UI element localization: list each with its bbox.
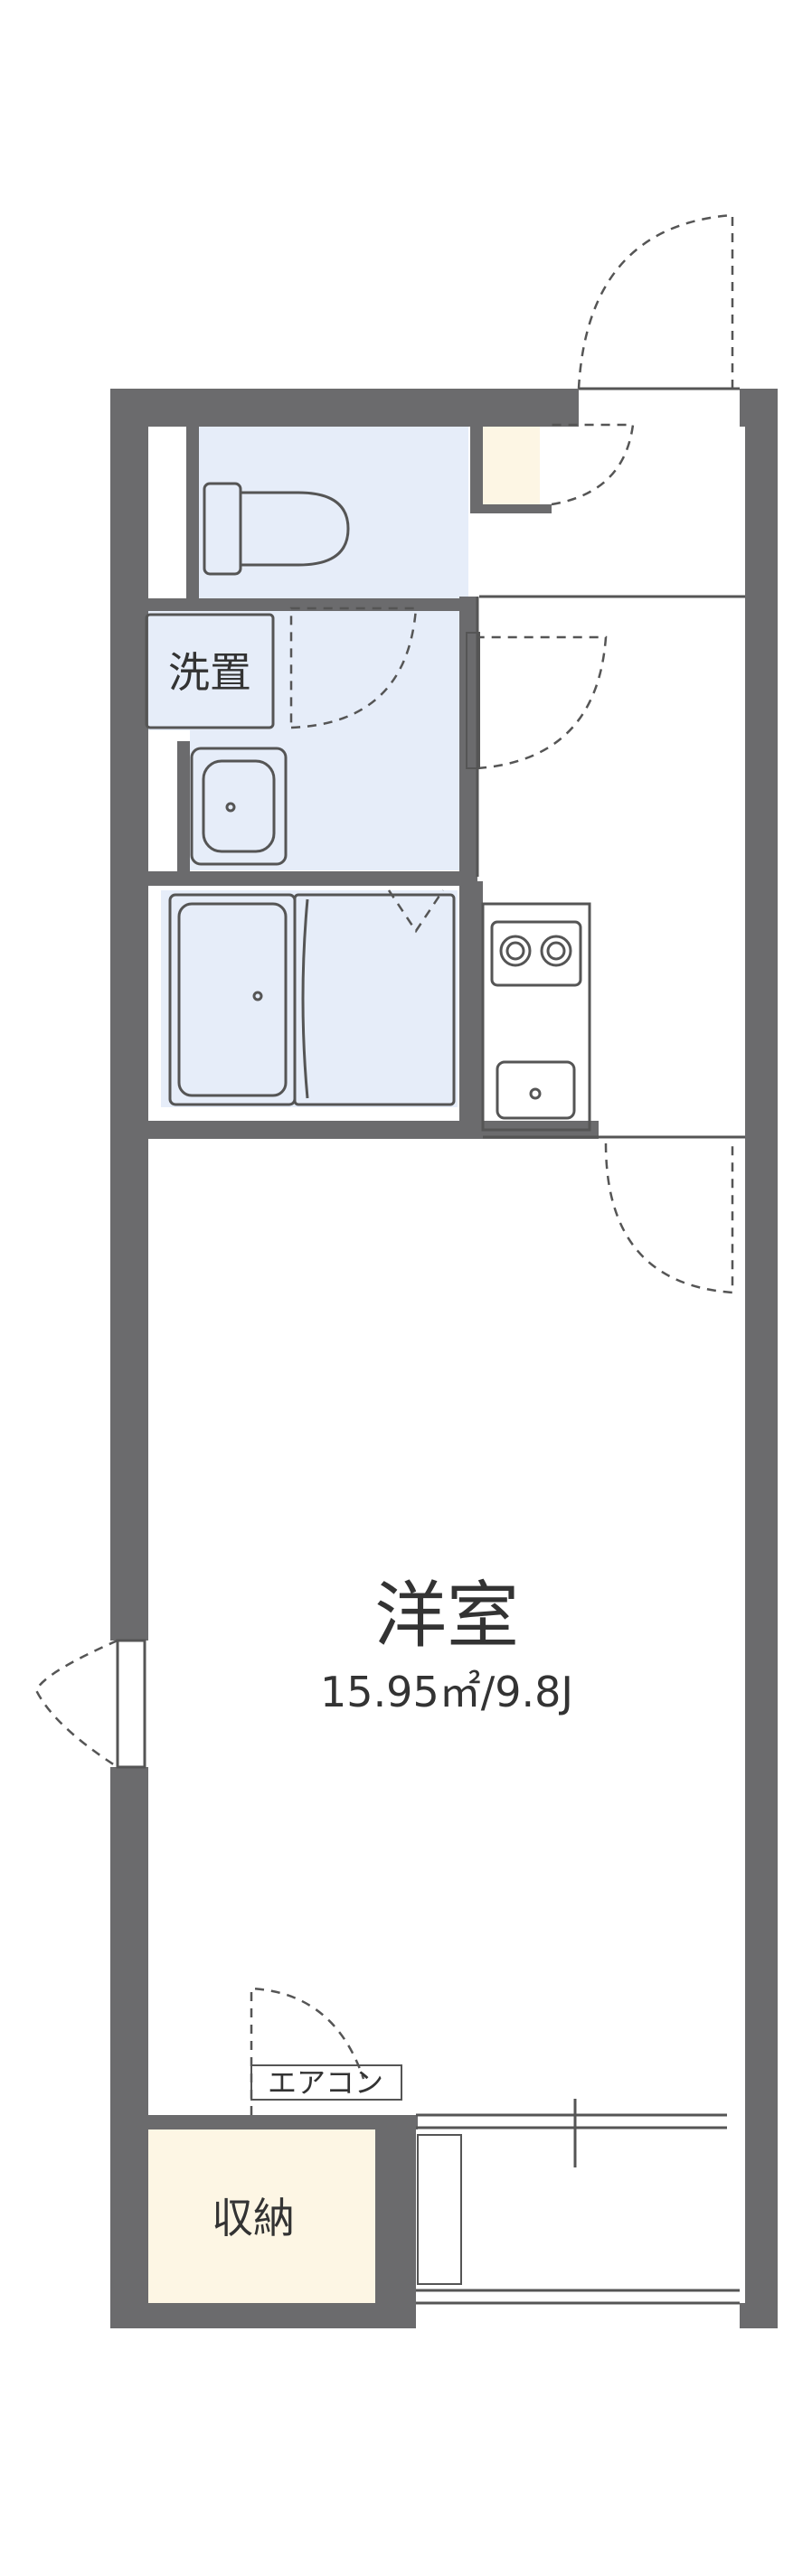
wall-right-lower (745, 2115, 778, 2328)
room-door-swing (604, 1142, 734, 1294)
air-conditioner-label: エアコン (268, 2065, 383, 2100)
wall-toilet-left (186, 418, 199, 599)
bathroom (161, 890, 458, 1107)
wall-shoebox-bottom (470, 504, 552, 513)
toilet-bowl (239, 491, 350, 567)
toilet-room (197, 418, 468, 599)
washbasin (190, 747, 288, 866)
stove-top (490, 920, 582, 987)
entry-door-swing (577, 213, 734, 390)
wall-left-upper (110, 389, 148, 1641)
shower-area (293, 893, 456, 1106)
wall-right-upper (745, 389, 778, 2133)
hall-door-frame (466, 632, 480, 769)
window-left (116, 1639, 146, 1769)
storage-closet (146, 2129, 375, 2306)
wall-wash-left (177, 741, 190, 872)
wall-bath-bottom (146, 1121, 599, 1139)
storage-label: 収納 (212, 2194, 295, 2242)
wall-bottom-right (740, 2303, 778, 2328)
western-room-area: 15.95㎡/9.8J (320, 1668, 573, 1716)
wall-washroom-bottom (146, 871, 477, 886)
walls (110, 389, 778, 2328)
door-swings (34, 213, 734, 2115)
kitchen-sink-drain (529, 1087, 542, 1100)
burner-right-icon (540, 935, 572, 967)
laundry-label: 洗置 (168, 648, 251, 697)
washbasin-drain (225, 802, 236, 813)
wall-shoebox-left (470, 418, 483, 509)
shoebox-door-swing (551, 423, 635, 506)
closet-door-swing (250, 1987, 365, 2115)
laundry-box (145, 613, 275, 729)
hall-door-swing (477, 635, 608, 770)
kitchen-counter (481, 902, 591, 1132)
laundry-area (146, 608, 273, 730)
fixtures (116, 387, 745, 2305)
wall-top-left (110, 389, 579, 427)
western-room-label: 洋室 (374, 1574, 519, 1658)
kitchen-sink (496, 1060, 576, 1120)
bathtub-drain (252, 991, 263, 1001)
wall-left-lower (110, 1767, 148, 2328)
burner-left-inner (505, 941, 525, 961)
shoe-box (482, 425, 540, 506)
burner-right-inner (546, 941, 566, 961)
wall-kitchen-left (470, 881, 483, 1139)
wall-storage-top (146, 2115, 418, 2129)
room-fills (146, 418, 540, 2306)
balcony-post-left (417, 2134, 462, 2285)
window-swing (34, 1639, 118, 1769)
burner-left-icon (499, 935, 532, 967)
bathtub-inner (177, 902, 288, 1097)
washbasin-inner (202, 759, 276, 853)
wall-bottom (110, 2303, 416, 2328)
bath-door-swing (387, 889, 445, 934)
wall-storage-right (375, 2115, 416, 2328)
shower-floor-curve (301, 898, 309, 1099)
